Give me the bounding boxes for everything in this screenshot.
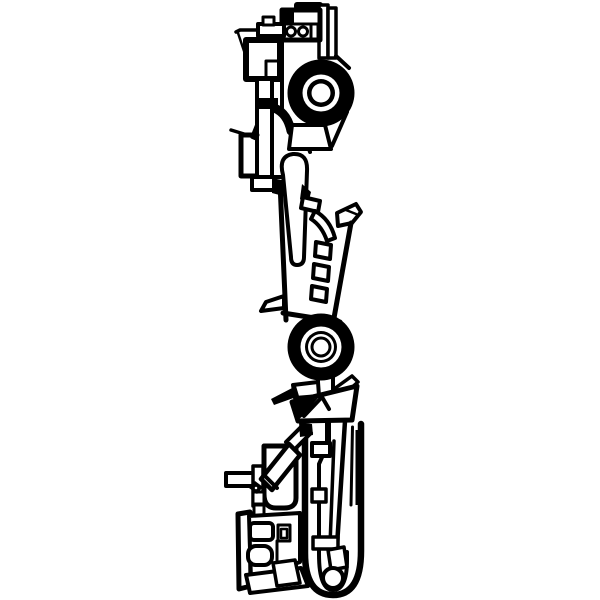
rear-wheel-group xyxy=(287,313,355,399)
engine-box-dark xyxy=(283,12,294,24)
handrail xyxy=(234,28,259,34)
rod-end-plate xyxy=(326,545,349,572)
window-2 xyxy=(311,262,331,283)
neck-band xyxy=(299,195,322,214)
right-fin xyxy=(335,202,363,228)
cylinder-cap xyxy=(262,473,279,490)
panel-hole-2 xyxy=(246,544,274,567)
cylinder-joint xyxy=(299,422,313,437)
under-wheel-plate xyxy=(287,123,333,151)
bone-arm xyxy=(279,151,310,267)
panel-trap xyxy=(271,558,302,588)
loop-middle-line xyxy=(328,439,336,547)
inner-rod xyxy=(334,418,348,549)
hopper-chevron xyxy=(302,395,331,418)
loop-clamp-3 xyxy=(311,535,340,551)
mud-flap-wedge xyxy=(271,386,299,405)
loop-circle xyxy=(321,566,345,590)
panel-hole-small-inner xyxy=(279,527,289,540)
rear-section xyxy=(224,374,365,599)
rear-hub xyxy=(313,339,329,355)
pipe-cap xyxy=(261,15,276,27)
loop-clamp-1 xyxy=(310,441,332,458)
cab-window-inner xyxy=(264,59,280,79)
tractor-engine-section xyxy=(229,2,351,197)
panel-hole-1 xyxy=(248,521,275,542)
curved-band xyxy=(309,209,337,243)
axle-spike xyxy=(259,294,286,313)
step-bracket xyxy=(238,132,260,179)
right-inner-line xyxy=(349,425,354,507)
loop-clamp-2 xyxy=(310,487,328,504)
frame-cap xyxy=(259,98,278,109)
loop-outer xyxy=(301,420,365,599)
cylinder-barrel xyxy=(258,441,303,493)
bracket-tick xyxy=(229,128,246,136)
clevis-pin xyxy=(252,484,260,492)
body-channel-2 xyxy=(326,6,338,60)
window-3 xyxy=(309,284,329,304)
fin-slit xyxy=(344,208,358,216)
window-1 xyxy=(313,240,333,261)
bowl-right-edge xyxy=(331,220,354,321)
front-wheel xyxy=(287,59,355,127)
body-lower-right-edge xyxy=(330,110,349,148)
bowl-section xyxy=(259,180,363,325)
headlight-2 xyxy=(297,25,309,38)
front-hub xyxy=(311,83,331,103)
fender-edge xyxy=(334,54,351,70)
headlight-1 xyxy=(285,25,297,38)
bracket-rect-1 xyxy=(251,490,266,506)
front-frame xyxy=(255,77,274,181)
hopper-dark xyxy=(294,398,318,419)
